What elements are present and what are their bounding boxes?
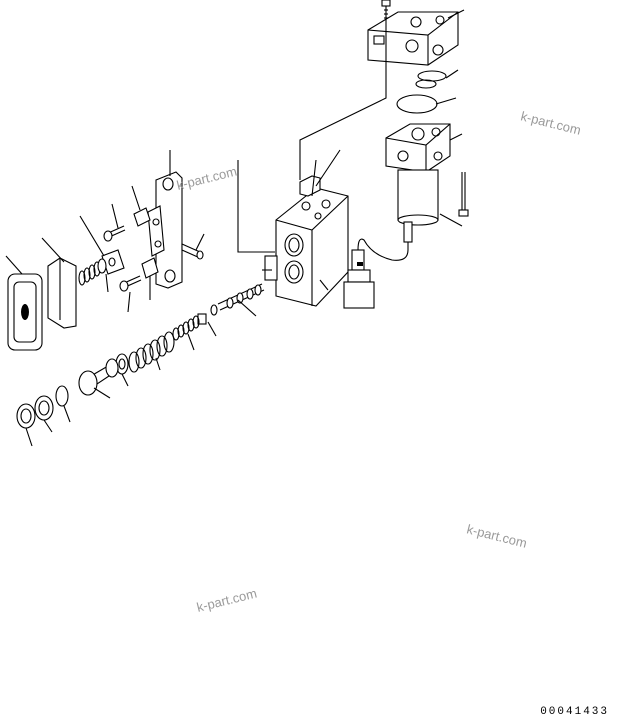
- screw-upper: [103, 225, 126, 242]
- long-bolt: [458, 172, 469, 217]
- inner-spring: [172, 315, 200, 341]
- boot: [7, 273, 43, 351]
- retainer-ring: [34, 395, 54, 421]
- manifold-block: [367, 11, 459, 66]
- small-plate-upper: [133, 207, 151, 227]
- solenoid-connector: [343, 238, 409, 309]
- watermark-3: k-part.com: [465, 521, 528, 550]
- lever-plate: [155, 171, 183, 289]
- watermark-2: k-part.com: [175, 164, 238, 193]
- screw-lower: [119, 275, 142, 292]
- sensor-housing: [385, 123, 451, 250]
- valve-body: [264, 175, 349, 307]
- watermark-4: k-part.com: [195, 586, 258, 615]
- small-plate-lower: [141, 257, 159, 279]
- o-ring: [55, 385, 69, 407]
- small-washer: [197, 304, 218, 325]
- cap-nut: [16, 403, 36, 429]
- outer-spring: [128, 331, 175, 373]
- adjust-screw: [78, 258, 107, 286]
- pin: [181, 243, 204, 260]
- assembly-lines: [237, 28, 387, 271]
- o-rings-top: [396, 70, 447, 114]
- drawing-code: 00041433: [540, 706, 609, 718]
- spool: [217, 283, 265, 311]
- watermark-1: k-part.com: [519, 108, 582, 137]
- cover: [47, 257, 77, 329]
- piston: [78, 358, 120, 396]
- leader-lines: [5, 9, 465, 447]
- lever-arm: [147, 205, 165, 257]
- manifold-bolt: [381, 0, 391, 28]
